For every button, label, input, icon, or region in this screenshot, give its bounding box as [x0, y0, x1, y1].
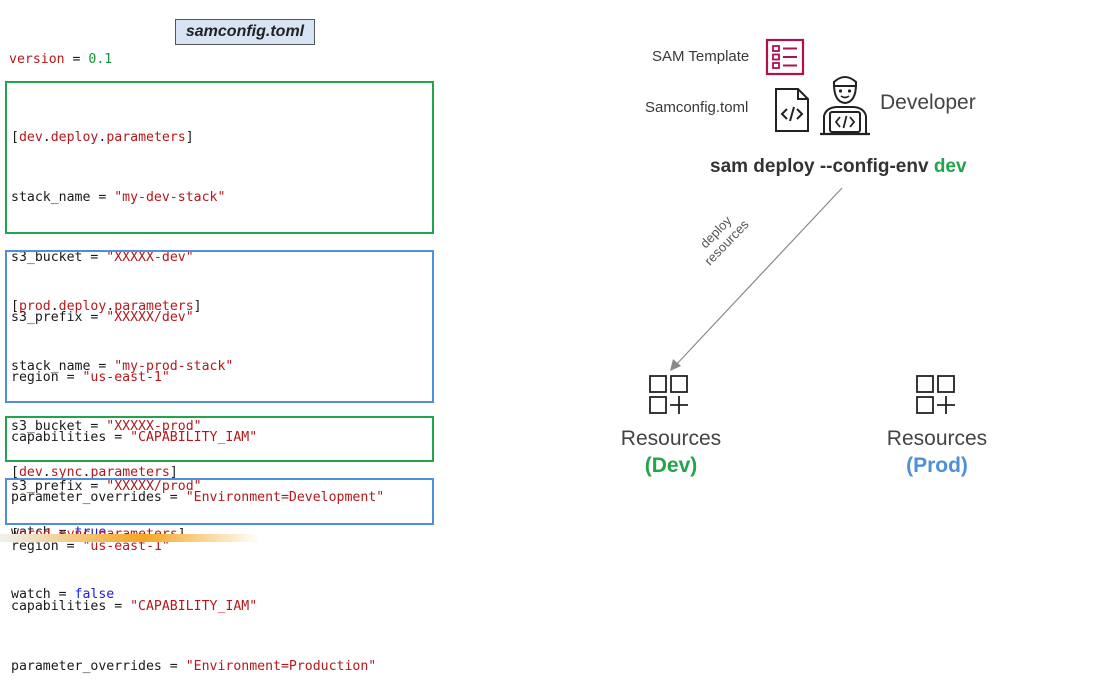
code-line: s3_prefix = "XXXXX/prod" [11, 479, 202, 494]
deploy-arrow [670, 187, 843, 371]
samconfig-label: Samconfig.toml [645, 99, 749, 116]
decorative-bar [0, 534, 260, 542]
code-line: stack_name = "my-dev-stack" [11, 190, 226, 205]
code-line: stack_name = "my-prod-stack" [11, 359, 234, 374]
code-line: capabilities = "CAPABILITY_IAM" [11, 430, 258, 445]
code-line: region = "us-east-1" [11, 370, 170, 385]
version-key: version [9, 52, 65, 67]
developer-label: Developer [880, 91, 976, 114]
code-line: parameter_overrides = "Environment=Produ… [11, 659, 377, 674]
developer-icon [820, 76, 870, 136]
code-line: parameter_overrides = "Environment=Devel… [11, 490, 385, 505]
resources-prod-env: (Prod) [906, 454, 968, 477]
code-line: s3_prefix = "XXXXX/dev" [11, 310, 194, 325]
sam-template-icon [765, 38, 805, 76]
code-file-icon [775, 88, 809, 132]
resources-dev-env: (Dev) [644, 454, 698, 477]
sam-template-label: SAM Template [652, 48, 750, 65]
dev-sync-header: [dev.sync.parameters] [11, 465, 178, 480]
prod-deploy-block: [prod.deploy.parameters] stack_name = "m… [5, 250, 434, 674]
resources-icon [916, 375, 955, 414]
code-line: watch = false [11, 587, 115, 602]
code-line: s3_bucket = "XXXXX-dev" [11, 250, 194, 265]
prod-deploy-header: [prod.deploy.parameters] [11, 299, 202, 314]
version-line: version = 0.1 [9, 52, 113, 67]
dev-deploy-header: [dev.deploy.parameters] [11, 130, 194, 145]
file-title: samconfig.toml [175, 19, 315, 45]
deploy-command: sam deploy --config-env dev [710, 156, 967, 177]
command-env: dev [933, 156, 967, 177]
resources-icon [649, 375, 688, 414]
dev-deploy-block: [dev.deploy.parameters] stack_name = "my… [5, 81, 434, 505]
code-line: s3_bucket = "XXXXX-prod" [11, 419, 202, 434]
resources-dev-label: Resources [620, 427, 722, 450]
version-value: 0.1 [88, 52, 113, 67]
dev-sync-block: [dev.sync.parameters] watch = true [5, 416, 434, 540]
resources-prod-label: Resources [886, 427, 988, 450]
prod-sync-block: [prod.sync.parameters] watch = false [5, 478, 434, 602]
